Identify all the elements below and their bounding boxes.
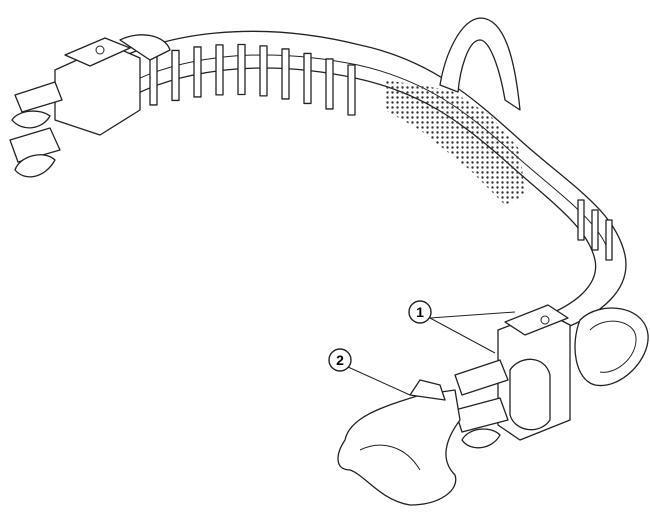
callout-label: 2 (336, 352, 344, 368)
strap-slot (605, 219, 613, 261)
left-buckle (9, 34, 171, 178)
strap-slot (577, 199, 585, 241)
strap-handle (439, 17, 521, 111)
strap-slot (347, 64, 356, 116)
strap-slot (149, 54, 158, 106)
callout-label: 1 (416, 304, 424, 320)
strap-slot (215, 44, 224, 96)
callout-1: 1 (408, 300, 516, 354)
perforated-area (385, 80, 525, 205)
strap-slot (325, 58, 334, 110)
strap-slot (281, 48, 290, 100)
mouthpiece (337, 379, 461, 506)
strap-slot (303, 52, 312, 105)
strap-slot (259, 45, 268, 97)
strap-slot (193, 46, 202, 98)
strap-slot (171, 49, 180, 102)
strap-slot (237, 43, 246, 96)
strap-slot (591, 209, 599, 251)
right-buckle (454, 304, 649, 449)
callout-2: 2 (328, 348, 411, 396)
